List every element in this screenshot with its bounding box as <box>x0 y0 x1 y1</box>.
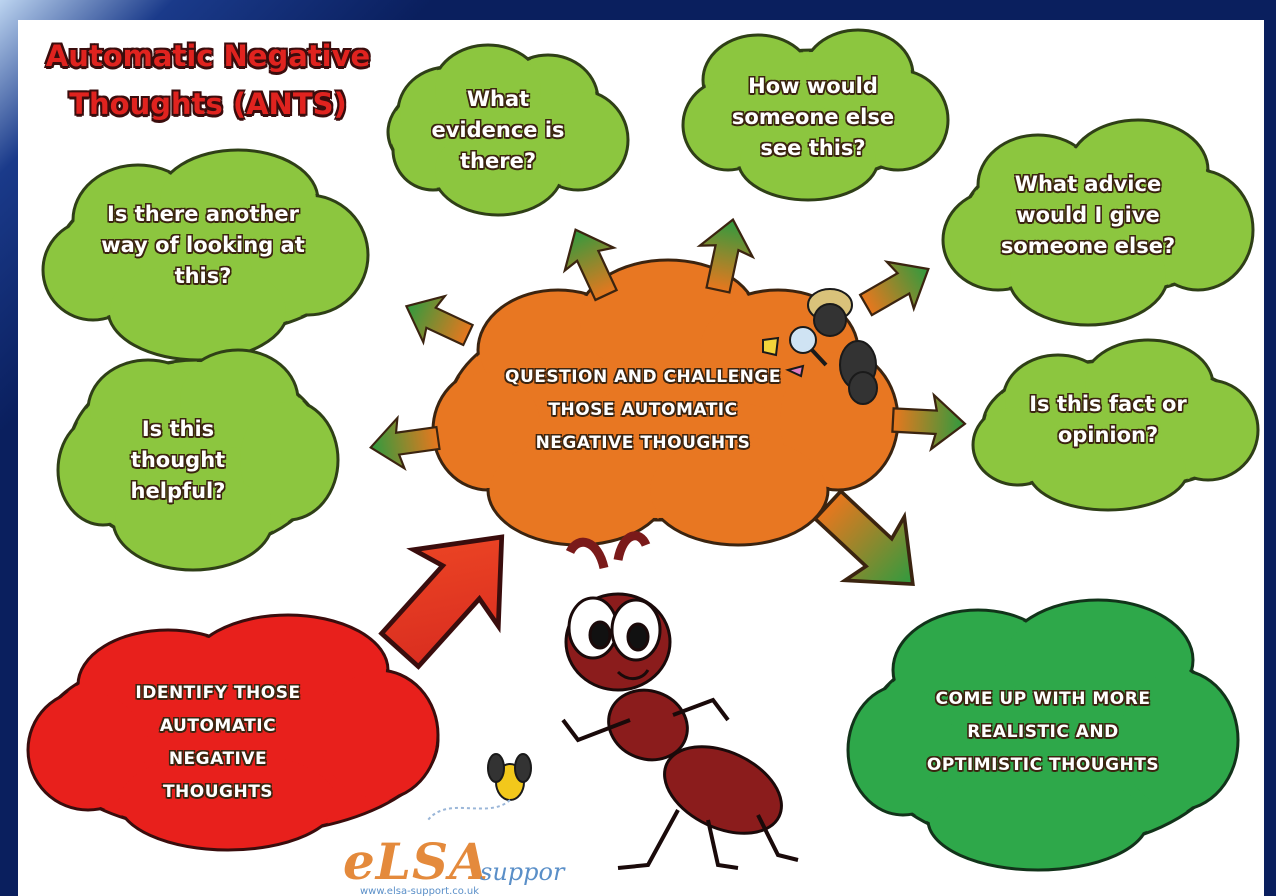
cloud-someone-else-fill <box>685 32 946 198</box>
poster-board: Automatic Negative Thoughts (ANTS) What … <box>18 20 1264 896</box>
cloud-realistic-fill <box>850 602 1236 868</box>
page-title: Automatic Negative Thoughts (ANTS) <box>45 39 371 121</box>
arrow-to-another-way <box>394 282 480 360</box>
bee-logo-icon <box>427 753 532 821</box>
question-helpful: Is this thought helpful? <box>130 416 226 503</box>
arrow-to-fact-opinion <box>890 391 968 452</box>
center-instruction: QUESTION AND CHALLENGE THOSE AUTOMATIC N… <box>505 366 781 453</box>
question-another-way: Is there another way of looking at this? <box>101 201 305 288</box>
question-fact-opinion: Is this fact or opinion? <box>1029 392 1187 447</box>
question-advice: What advice would I give someone else? <box>1000 171 1176 258</box>
elsa-logo-suffix: suppor <box>480 858 565 886</box>
arrow-to-advice <box>851 244 943 330</box>
detective-ant-illustration <box>762 288 878 405</box>
identify-instruction: IDENTIFY THOSE AUTOMATIC NEGATIVE THOUGH… <box>135 682 301 802</box>
cloud-another-way-fill <box>45 152 366 358</box>
ant-mascot-illustration <box>561 531 799 870</box>
cloud-advice-fill <box>945 122 1251 323</box>
cloud-fact-opinion-fill <box>975 342 1256 508</box>
arrow-to-helpful <box>366 411 443 474</box>
diagram-graphics <box>26 28 1260 872</box>
question-evidence: What evidence is there? <box>431 86 565 173</box>
elsa-logo-text: eLSA <box>343 832 489 891</box>
cloud-helpful-fill <box>60 352 336 568</box>
cloud-identify-fill <box>30 617 436 848</box>
question-someone-else: How would someone else see this? <box>731 74 895 160</box>
realistic-instruction: COME UP WITH MORE REALISTIC AND OPTIMIST… <box>926 689 1160 775</box>
cloud-evidence-fill <box>390 47 626 213</box>
elsa-logo-url: www.elsa-support.co.uk <box>360 886 479 896</box>
